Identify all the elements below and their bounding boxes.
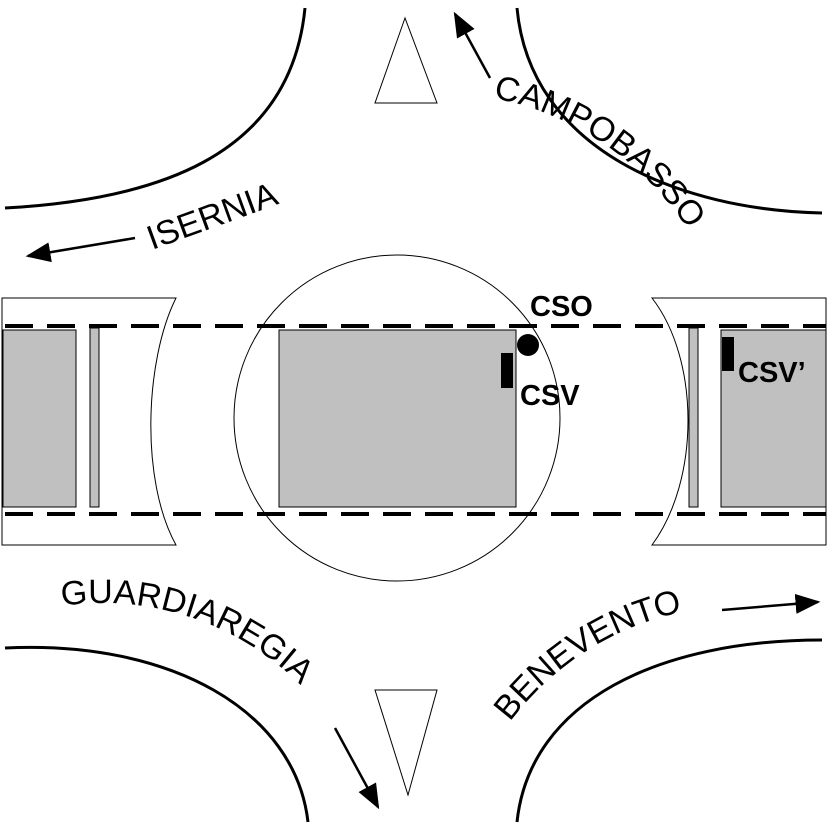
curb-bottom-left: [4, 645, 310, 823]
csv-prime-marker: [722, 337, 734, 371]
label-csv-prime: CSV’: [738, 357, 806, 389]
svg-text:GUARDIAREGIA: GUARDIAREGIA: [59, 573, 321, 691]
roundabout-circle: [233, 254, 561, 582]
label-cso: CSO: [530, 291, 593, 323]
cso-marker: [517, 334, 539, 356]
svg-text:CAMPOBASSO: CAMPOBASSO: [491, 69, 713, 235]
traffic-island-top: [374, 16, 438, 104]
label-csv: CSV: [520, 380, 580, 412]
arrow-benevento-icon: [721, 593, 821, 614]
center-slab: [278, 329, 517, 508]
right-slab: [720, 329, 827, 508]
csv-marker: [501, 353, 513, 388]
arrow-isernia-icon: [25, 236, 136, 263]
left-slab: [2, 329, 77, 508]
traffic-island-bottom: [374, 689, 438, 797]
arrow-campobasso-icon: [453, 11, 492, 79]
arrow-guardiaregia-icon: [333, 727, 380, 810]
right-strip: [688, 327, 699, 508]
label-campobasso: CAMPOBASSO: [491, 69, 713, 235]
curb-top-left: [4, 7, 307, 210]
label-guardiaregia: GUARDIAREGIA: [59, 573, 321, 691]
curb-top-right: [515, 7, 823, 215]
label-isernia: ISERNIA: [142, 175, 283, 257]
left-strip: [89, 327, 100, 508]
curb-bottom-right: [515, 638, 823, 823]
